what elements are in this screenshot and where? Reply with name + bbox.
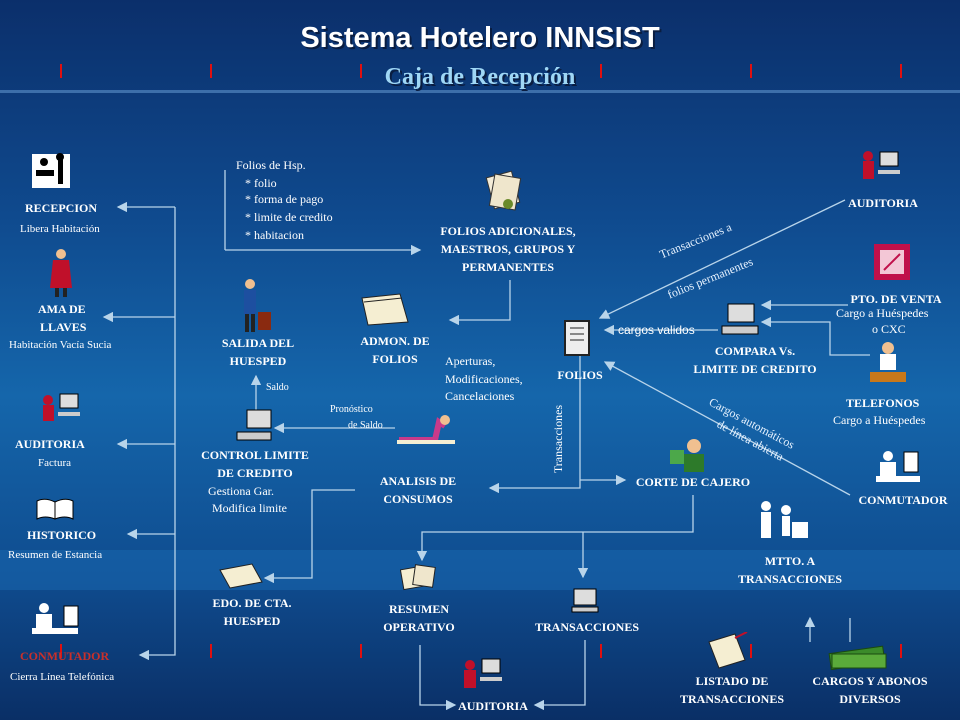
telephone-operator-icon <box>870 342 906 382</box>
cargos-validos-text: cargos validos <box>618 323 695 337</box>
operator-icon <box>32 603 79 634</box>
folios-label: FOLIOS <box>557 368 603 382</box>
documents-icon <box>485 170 522 211</box>
open-book-icon <box>36 498 74 520</box>
mtto-label-2: TRANSACCIONES <box>737 572 843 586</box>
compara-label-2: LIMITE DE CREDITO <box>693 362 817 376</box>
money-stack-icon <box>828 645 887 671</box>
auditor-computer-icon <box>43 393 80 421</box>
transacciones-label: TRANSACCIONES <box>534 620 640 634</box>
folios-hsp-title: Folios de Hsp. <box>236 158 306 172</box>
cargo-huesp-cxc-text-1: Cargo a Huéspedes <box>836 306 929 320</box>
pto-venta-label: PTO. DE VENTA <box>850 292 942 306</box>
folios-hsp-item: * limite de credito <box>245 210 333 224</box>
pc-icon <box>571 588 599 613</box>
switchboard-icon <box>876 451 920 482</box>
mtto-label-1: MTTO. A <box>764 554 816 568</box>
salida-label-1: SALIDA DEL <box>221 336 295 350</box>
listado-label-1: LISTADO DE <box>695 674 769 688</box>
aperturas-text: Aperturas, <box>445 354 496 368</box>
ama-label-2: LLAVES <box>40 320 87 334</box>
reception-desk-icon <box>32 153 70 188</box>
resumen-label-1: RESUMEN <box>388 602 449 616</box>
conmutador-left-note: Cierra Línea Telefónica <box>10 671 115 683</box>
historico-label: HISTORICO <box>27 528 97 542</box>
admon-label-1: ADMON. DE <box>360 334 430 348</box>
de-saldo-text: de Saldo <box>348 420 383 431</box>
modificaciones-text: Modificaciones, <box>445 372 523 386</box>
pronostico-text: Pronóstico <box>330 404 373 415</box>
conmutador-right-label: CONMUTADOR <box>858 493 948 507</box>
admon-label-2: FOLIOS <box>372 352 418 366</box>
bg-band-bottom <box>0 550 960 590</box>
folios-adicionales-label-2: MAESTROS, GRUPOS Y <box>440 242 576 256</box>
compare-computer-icon <box>721 303 759 335</box>
housekeeper-icon <box>50 249 72 297</box>
folder-icon <box>361 293 409 326</box>
saldo-text: Saldo <box>266 382 289 393</box>
ledger-folio-icon <box>564 320 590 356</box>
report-sheets-icon <box>400 564 436 591</box>
ama-note: Habitación Vacía Sucia <box>9 339 112 351</box>
folios-hsp-item: * folio <box>245 176 277 190</box>
folios-adicionales-label-1: FOLIOS ADICIONALES, <box>440 224 576 238</box>
folios-adicionales-label-3: PERMANENTES <box>461 260 554 274</box>
historico-note: Resumen de Estancia <box>8 549 103 561</box>
statement-paper-icon <box>219 563 263 589</box>
auditor-right-icon <box>863 151 900 179</box>
folios-hsp-item: * habitacion <box>245 228 304 242</box>
corte-label: CORTE DE CAJERO <box>635 475 751 489</box>
red-tick-marks <box>60 64 902 658</box>
analyst-desk-icon <box>397 415 455 444</box>
control-label-2: DE CREDITO <box>217 466 293 480</box>
page-title: Sistema Hotelero INNSIST <box>300 22 660 54</box>
telefonos-label: TELEFONOS <box>846 396 920 410</box>
modifica-text: Modifica limite <box>212 501 287 515</box>
auditoria-bottom-label: AUDITORIA <box>458 699 528 713</box>
cargo-huesp-text: Cargo a Huéspedes <box>833 413 926 427</box>
auditor-bottom-icon <box>464 658 502 688</box>
recepcion-note: Libera Habitación <box>20 223 100 235</box>
folios-hsp-item: * forma de pago <box>245 192 324 206</box>
auditoria-left-note: Factura <box>38 457 71 469</box>
edo-label-2: HUESPED <box>223 614 281 628</box>
point-of-sale-icon <box>874 244 910 280</box>
compara-label-1: COMPARA Vs. <box>714 344 796 358</box>
analisis-label-1: ANALISIS DE <box>379 474 457 488</box>
computer-terminal-icon <box>236 409 272 441</box>
cargos-abonos-label-2: DIVERSOS <box>839 692 901 706</box>
listado-label-2: TRANSACCIONES <box>679 692 785 706</box>
edo-label-1: EDO. DE CTA. <box>212 596 292 610</box>
gestiona-text: Gestiona Gar. <box>208 484 274 498</box>
cargo-huesp-cxc-text-2: o CXC <box>872 322 906 336</box>
conmutador-left-label: CONMUTADOR <box>20 649 110 663</box>
auditoria-left-label: AUDITORIA <box>15 437 85 451</box>
page-subtitle: Caja de Recepción <box>384 64 576 90</box>
resumen-label-2: OPERATIVO <box>383 620 455 634</box>
analisis-label-2: CONSUMOS <box>383 492 453 506</box>
cancelaciones-text: Cancelaciones <box>445 389 515 403</box>
transacciones-vertical-text: Transacciones <box>551 404 566 474</box>
control-label-1: CONTROL LIMITE <box>201 448 309 462</box>
cashier-icon <box>670 439 704 472</box>
bg-band-top <box>0 90 960 93</box>
recepcion-label: RECEPCION <box>25 201 98 215</box>
traveler-icon <box>244 279 271 332</box>
ama-label-1: AMA DE <box>38 302 86 316</box>
transaction-list-icon <box>708 632 748 669</box>
maintenance-people-icon <box>761 501 808 538</box>
salida-label-2: HUESPED <box>229 354 287 368</box>
auditoria-right-label: AUDITORIA <box>848 196 918 210</box>
cargos-abonos-label-1: CARGOS Y ABONOS <box>812 674 928 688</box>
